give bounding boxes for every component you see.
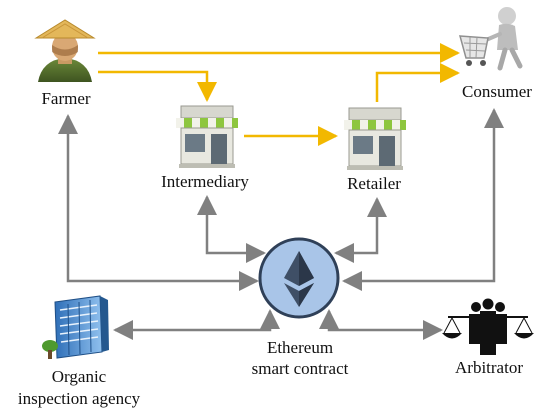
consumer-label: Consumer	[462, 82, 532, 101]
intermediary-label: Intermediary	[161, 172, 249, 191]
farmer-icon	[34, 19, 96, 82]
link-retailer-contract	[334, 197, 387, 263]
shopping-cart-icon	[458, 7, 523, 71]
flow-retailer-to-consumer	[375, 63, 460, 102]
farmer-node: Farmer	[34, 19, 96, 108]
storefront-icon	[344, 107, 406, 170]
arbitrator-label: Arbitrator	[455, 358, 523, 377]
link-consumer-contract	[342, 108, 504, 291]
consumer-node: Consumer	[458, 7, 532, 101]
link-arbitrator-contract	[319, 309, 443, 340]
agency-label-line1: Organic	[52, 367, 107, 386]
retailer-label: Retailer	[347, 174, 401, 193]
link-farmer-contract	[58, 114, 259, 291]
contract-node: Ethereum smart contract	[252, 237, 349, 378]
storefront-icon	[176, 105, 238, 168]
product-flow-arrows	[98, 43, 460, 146]
agency-node: Organic inspection agency	[18, 295, 141, 408]
contract-links	[58, 108, 504, 340]
farmer-label: Farmer	[41, 89, 90, 108]
retailer-node: Retailer	[344, 107, 406, 193]
intermediary-node: Intermediary	[161, 105, 249, 191]
agency-label-line2: inspection agency	[18, 389, 141, 408]
arbitrator-node: Arbitrator	[442, 298, 534, 377]
scales-of-justice-icon	[442, 298, 534, 355]
contract-label-line1: Ethereum	[267, 338, 333, 357]
link-intermediary-contract	[197, 195, 266, 263]
office-building-icon	[42, 295, 109, 359]
ethereum-icon	[258, 237, 340, 319]
link-agency-contract	[113, 309, 280, 340]
contract-label-line2: smart contract	[252, 359, 349, 378]
flow-farmer-to-intermediary	[98, 70, 217, 102]
